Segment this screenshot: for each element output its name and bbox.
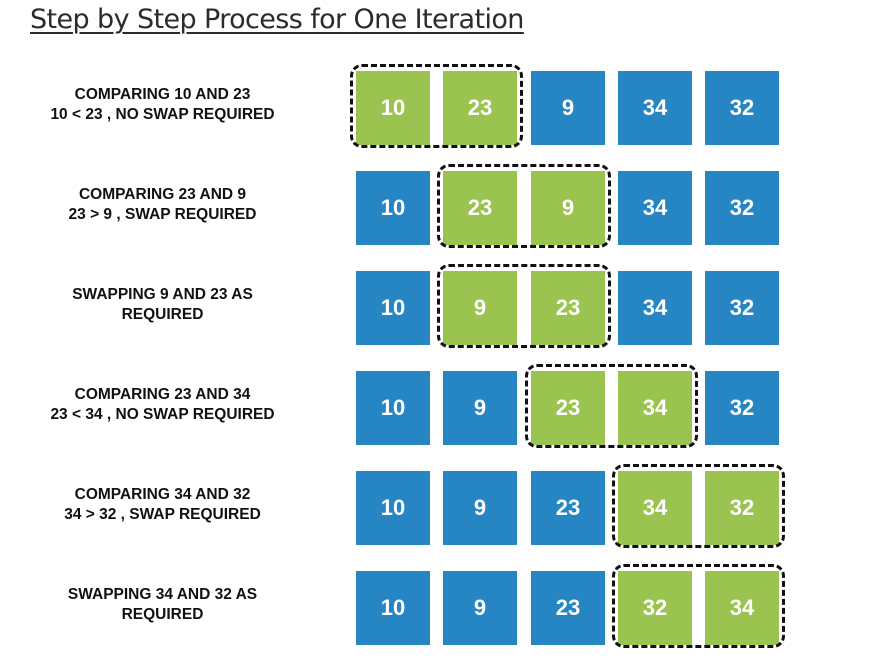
step-label-line1: COMPARING 10 AND 23 xyxy=(74,86,251,103)
value-box: 23 xyxy=(531,571,605,645)
step-label-line2: 10 < 23 , NO SWAP REQUIRED xyxy=(50,106,275,123)
compared-value-box: 32 xyxy=(705,471,779,545)
step-label: SWAPPING 9 AND 23 AS REQUIRED xyxy=(20,285,305,325)
compared-value-box: 34 xyxy=(618,471,692,545)
step-label-line1: COMPARING 23 AND 9 xyxy=(78,186,247,203)
compared-value-box: 10 xyxy=(356,71,430,145)
step-label: COMPARING 34 AND 32 34 > 32 , SWAP REQUIR… xyxy=(20,485,305,525)
step-label-line1: COMPARING 34 AND 32 xyxy=(74,486,251,503)
value-box: 10 xyxy=(356,271,430,345)
value-box: 9 xyxy=(443,571,517,645)
step-label: COMPARING 23 AND 9 23 > 9 , SWAP REQUIRED xyxy=(20,185,305,225)
step-label-line1: SWAPPING 34 AND 32 AS xyxy=(67,586,258,603)
value-box: 10 xyxy=(356,371,430,445)
value-box: 9 xyxy=(443,471,517,545)
step-label-line2: 23 < 34 , NO SWAP REQUIRED xyxy=(50,406,275,423)
value-box: 10 xyxy=(356,471,430,545)
step-label-line1: COMPARING 23 AND 34 xyxy=(74,386,251,403)
value-box: 9 xyxy=(531,71,605,145)
compared-value-box: 23 xyxy=(443,71,517,145)
step-label-line1: SWAPPING 9 AND 23 AS xyxy=(72,286,253,303)
value-box: 23 xyxy=(531,471,605,545)
step-label-line2: REQUIRED xyxy=(121,606,204,623)
compared-value-box: 23 xyxy=(443,171,517,245)
compared-value-box: 34 xyxy=(618,371,692,445)
compared-value-box: 32 xyxy=(618,571,692,645)
value-box: 32 xyxy=(705,171,779,245)
compared-value-box: 23 xyxy=(531,371,605,445)
compared-value-box: 9 xyxy=(443,271,517,345)
value-box: 10 xyxy=(356,171,430,245)
step-label: COMPARING 10 AND 23 10 < 23 , NO SWAP REQ… xyxy=(20,85,305,125)
compared-value-box: 23 xyxy=(531,271,605,345)
value-box: 34 xyxy=(618,71,692,145)
compared-value-box: 34 xyxy=(705,571,779,645)
step-label-line2: 23 > 9 , SWAP REQUIRED xyxy=(68,206,257,223)
step-label: SWAPPING 34 AND 32 AS REQUIRED xyxy=(20,585,305,625)
value-box: 34 xyxy=(618,271,692,345)
step-label-line2: 34 > 32 , SWAP REQUIRED xyxy=(64,506,261,523)
compared-value-box: 9 xyxy=(531,171,605,245)
step-label: COMPARING 23 AND 34 23 < 34 , NO SWAP REQ… xyxy=(20,385,305,425)
value-box: 32 xyxy=(705,71,779,145)
value-box: 32 xyxy=(705,371,779,445)
step-label-line2: REQUIRED xyxy=(121,306,204,323)
value-box: 10 xyxy=(356,571,430,645)
value-box: 34 xyxy=(618,171,692,245)
value-box: 9 xyxy=(443,371,517,445)
value-box: 32 xyxy=(705,271,779,345)
page-title: Step by Step Process for One Iteration xyxy=(30,4,524,35)
